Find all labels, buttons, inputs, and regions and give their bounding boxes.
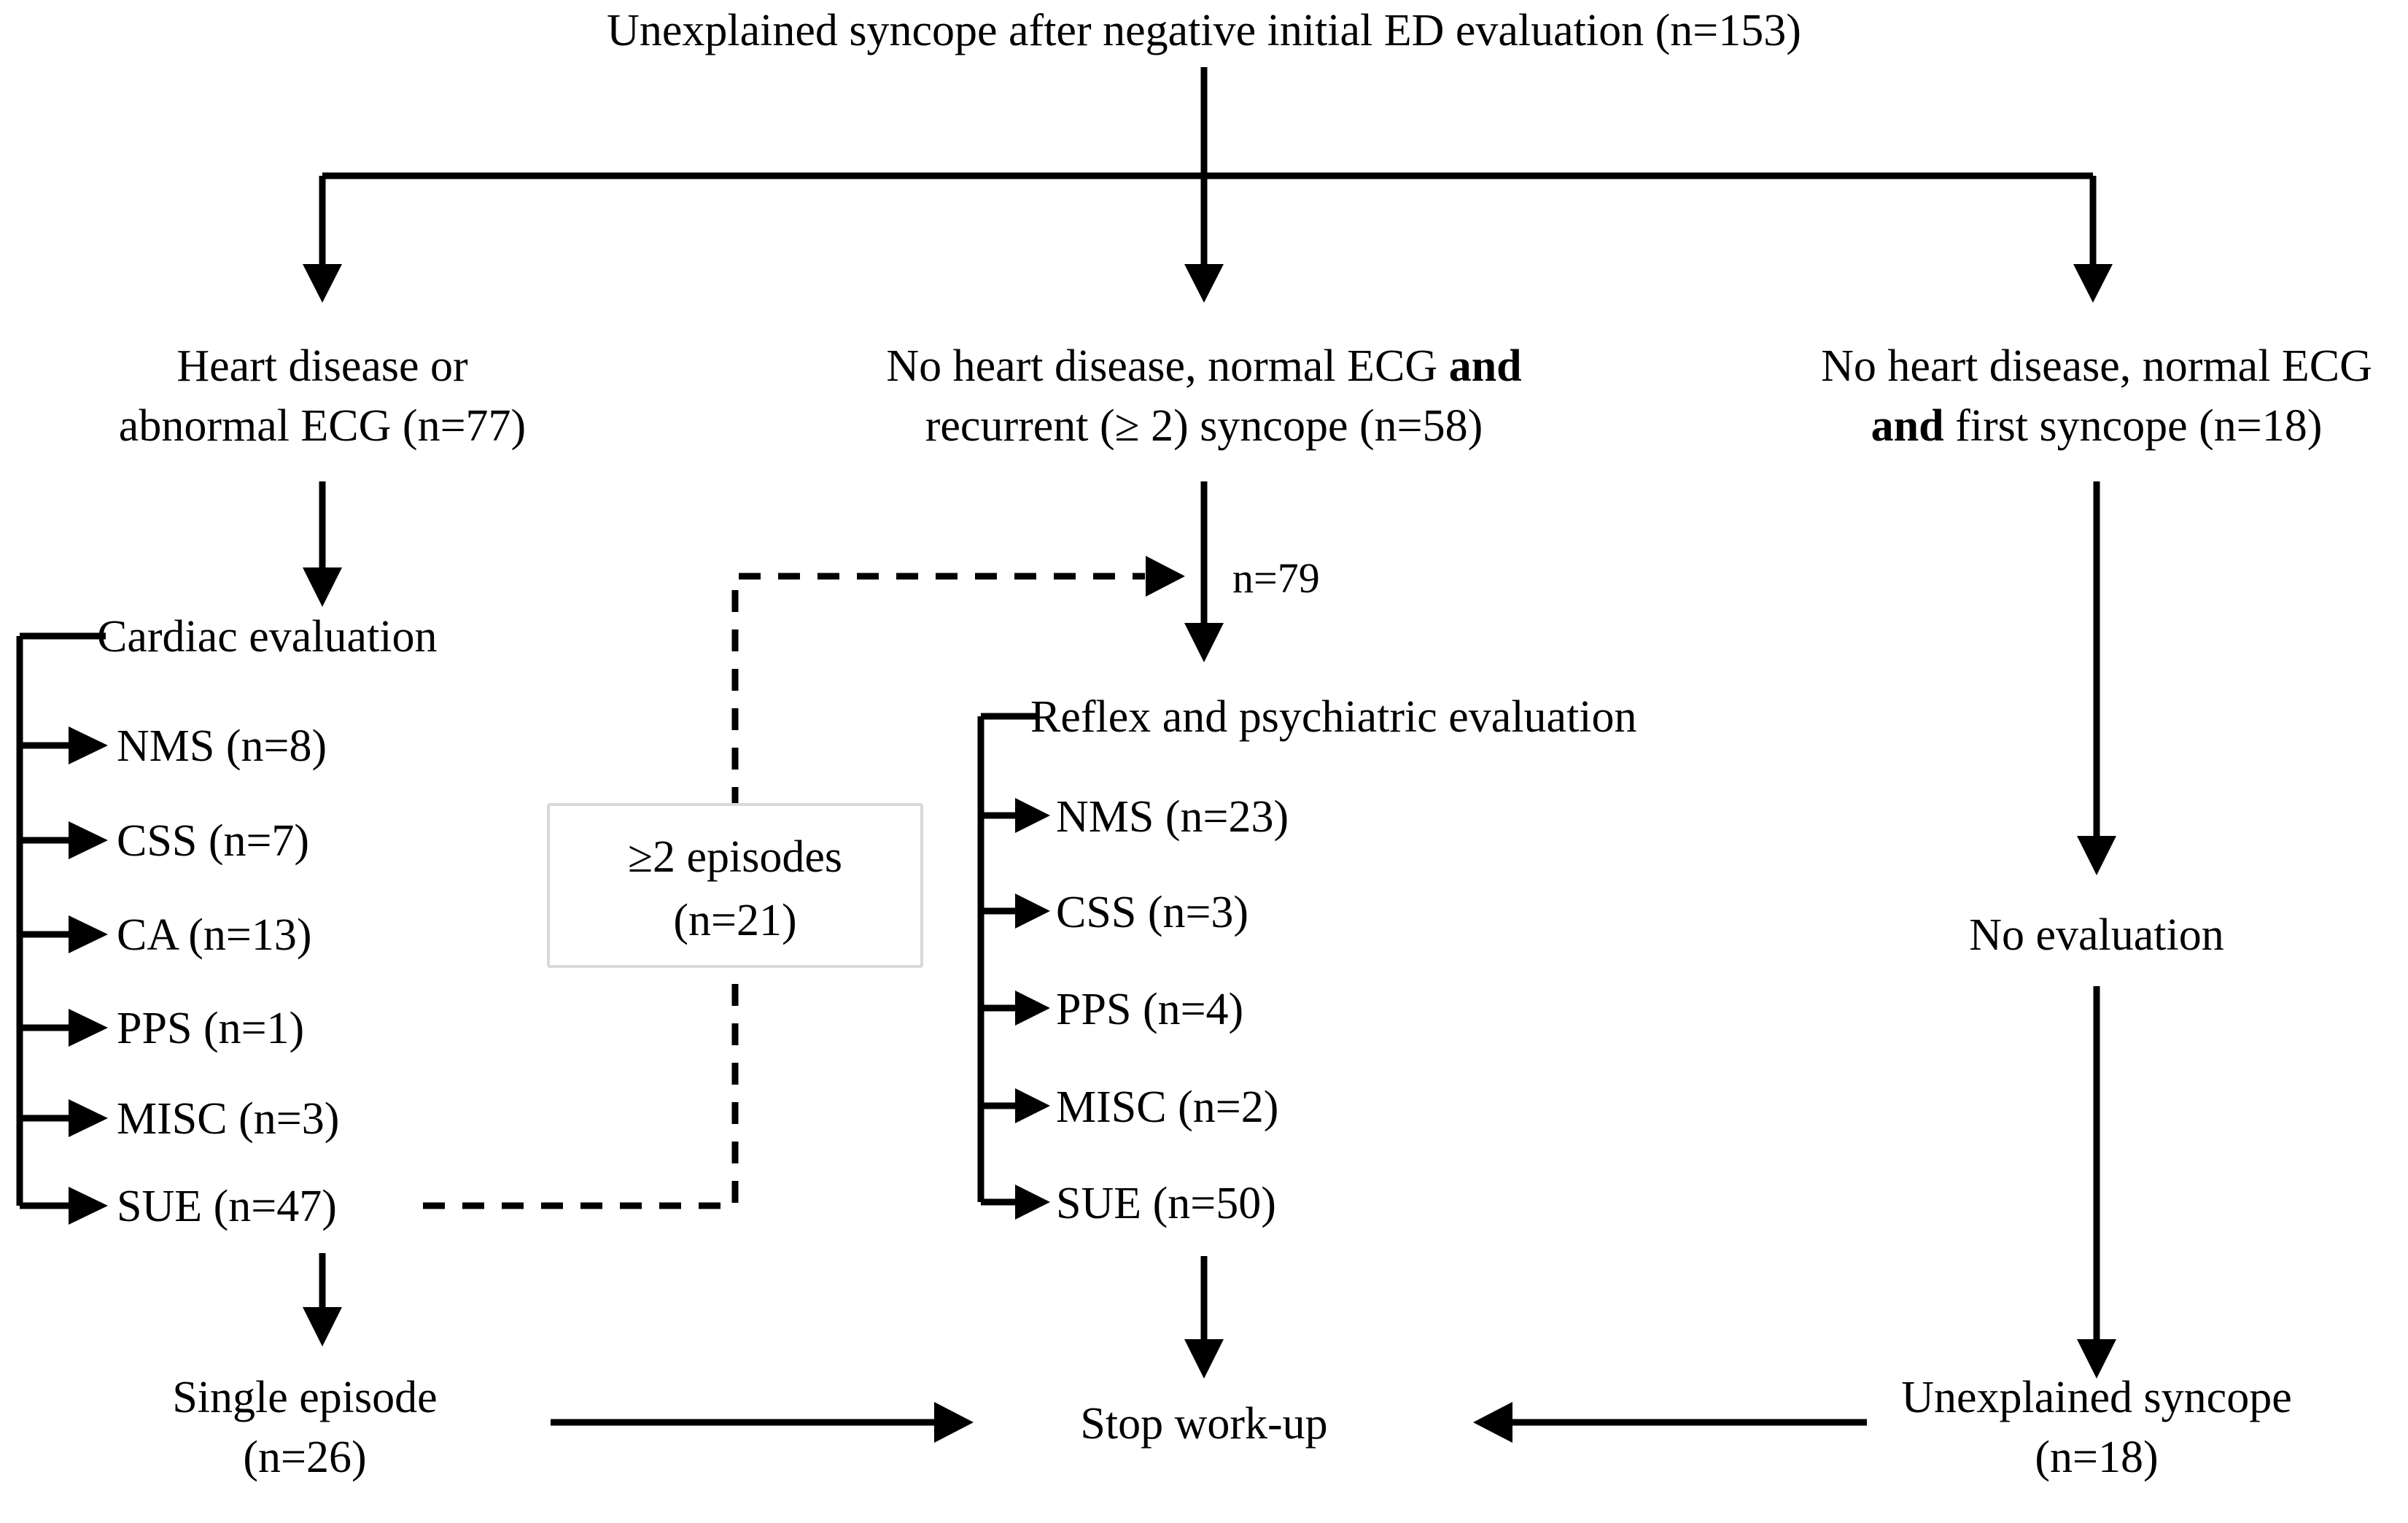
list-item: NMS (n=8) xyxy=(117,721,327,771)
recurrence-box-line2: (n=21) xyxy=(673,896,796,945)
middle-evaluation-header: Reflex and psychiatric evaluation xyxy=(1030,692,1637,742)
list-item: MISC (n=3) xyxy=(117,1094,339,1144)
middle-branch-label-line2: recurrent (≥ 2) syncope (n=58) xyxy=(925,401,1483,451)
sue-to-single-episode-arrow xyxy=(303,1253,342,1346)
list-item: CSS (n=7) xyxy=(117,816,309,866)
right-branch-label-line2a: and xyxy=(1871,401,1944,451)
left-branch-label-line1: Heart disease or xyxy=(176,341,468,391)
middle-evaluation-bracket xyxy=(977,713,1050,1220)
page-title: Unexplained syncope after negative initi… xyxy=(607,6,1801,55)
recurrence-box: ≥2 episodes (n=21) xyxy=(547,803,923,968)
unexplained-to-stop-arrow xyxy=(1473,1402,1867,1443)
right-branch-to-no-evaluation-arrow xyxy=(2077,481,2116,875)
unexplained-syncope-line1: Unexplained syncope xyxy=(1901,1373,2291,1422)
left-evaluation-list: Cardiac evaluation NMS (n=8) CSS (n=7) C… xyxy=(97,612,438,1231)
single-episode-line1: Single episode xyxy=(172,1373,437,1422)
middle-branch-label-line1b: and xyxy=(1449,341,1522,391)
left-branch-header: Heart disease or abnormal ECG (n=77) xyxy=(119,341,526,451)
left-branch-label-line2: abnormal ECG (n=77) xyxy=(119,401,526,451)
single-episode-node: Single episode (n=26) xyxy=(172,1373,437,1482)
right-branch-header: No heart disease, normal ECG and first s… xyxy=(1821,341,2372,451)
right-branch-label-line2b: first syncope (n=18) xyxy=(1944,401,2323,451)
list-item: CSS (n=3) xyxy=(1056,888,1248,937)
unexplained-syncope-line2: (n=18) xyxy=(2035,1433,2158,1482)
recurrence-box-line1: ≥2 episodes xyxy=(628,832,842,882)
list-item: CA (n=13) xyxy=(117,910,311,960)
stop-work-up-node: Stop work-up xyxy=(1080,1399,1327,1449)
left-evaluation-header: Cardiac evaluation xyxy=(97,612,438,662)
merge-count-label: n=79 xyxy=(1232,554,1320,602)
left-branch-to-evaluation-arrow xyxy=(303,481,342,607)
single-episode-line2: (n=26) xyxy=(243,1433,366,1482)
no-evaluation-to-unexplained-arrow xyxy=(2077,986,2116,1379)
unexplained-syncope-node: Unexplained syncope (n=18) xyxy=(1901,1373,2291,1482)
svg-text:and first syncope (n=18): and first syncope (n=18) xyxy=(1871,401,2323,451)
top-distribution-connector xyxy=(303,67,2113,303)
list-item: PPS (n=1) xyxy=(117,1004,304,1053)
middle-branch-header: No heart disease, normal ECG and recurre… xyxy=(886,341,1521,451)
list-item: PPS (n=4) xyxy=(1056,985,1243,1034)
left-evaluation-bracket xyxy=(16,632,108,1225)
svg-text:No heart disease, normal ECG a: No heart disease, normal ECG and xyxy=(886,341,1521,391)
right-branch-label-line1: No heart disease, normal ECG xyxy=(1821,341,2372,391)
list-item: SUE (n=50) xyxy=(1056,1179,1276,1228)
middle-merge-connector: n=79 xyxy=(1184,481,1320,662)
middle-evaluation-list: Reflex and psychiatric evaluation NMS (n… xyxy=(1030,692,1637,1228)
list-item: MISC (n=2) xyxy=(1056,1082,1278,1132)
no-evaluation-node: No evaluation xyxy=(1969,910,2224,960)
middle-to-stop-arrow xyxy=(1184,1256,1224,1379)
single-episode-to-stop-arrow xyxy=(551,1402,974,1443)
recurrence-dashed-path xyxy=(423,556,1185,1209)
middle-branch-label-line1a: No heart disease, normal ECG xyxy=(886,341,1448,391)
list-item: SUE (n=47) xyxy=(117,1182,337,1231)
list-item: NMS (n=23) xyxy=(1056,792,1289,842)
